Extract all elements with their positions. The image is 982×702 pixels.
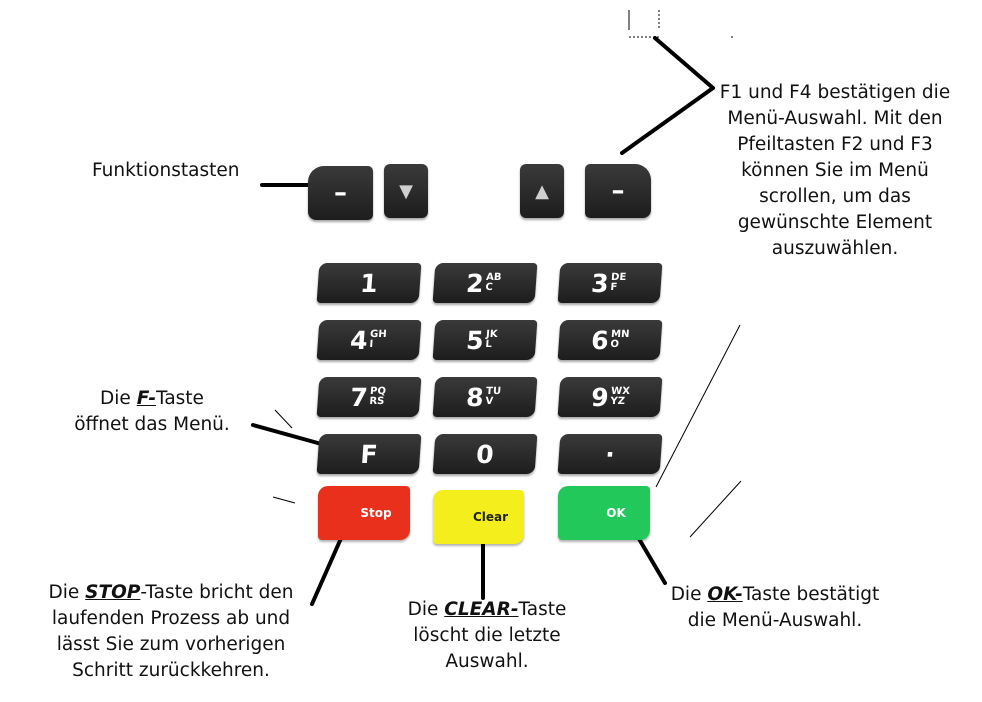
key-1[interactable]: 1	[316, 263, 422, 303]
minus-icon: –	[334, 178, 347, 208]
key-digit: 8	[465, 382, 485, 412]
clear-key-label: Clear	[472, 510, 509, 524]
function-key-f4[interactable]: –	[585, 164, 651, 218]
key-digit: 1	[359, 268, 379, 298]
callout-funktionstasten: Funktionstasten	[92, 160, 240, 181]
stop-key-label: Stop	[360, 506, 392, 520]
key-digit: F	[359, 439, 379, 469]
key-letters: DE F	[610, 272, 627, 293]
leader-f-key	[251, 423, 327, 447]
key-digit: 0	[475, 439, 495, 469]
key-digit: 5	[465, 325, 485, 355]
callout-f-key: Die F-Taste öffnet das Menü.	[74, 388, 230, 435]
key-letters: JK L	[485, 329, 498, 350]
key-digit: 6	[590, 325, 610, 355]
callout-stop-key: Die STOP-Taste bricht den laufenden Proz…	[48, 582, 294, 681]
key-digit: ·	[604, 439, 616, 469]
callout-function-keys-description: F1 und F4 bestätigen die Menü-Auswahl. M…	[719, 82, 951, 259]
leader-f1-top	[653, 36, 715, 90]
clear-key[interactable]: Clear	[433, 490, 524, 544]
key-digit: 7	[349, 382, 369, 412]
key-letters: TU V	[485, 386, 502, 407]
key-letters: PQ RS	[369, 386, 387, 407]
arrow-up-icon: ▲	[535, 180, 549, 202]
ok-key[interactable]: OK	[558, 486, 650, 540]
key-letters: GH I	[369, 329, 388, 350]
key-f[interactable]: F	[316, 434, 422, 474]
key-digit: 3	[590, 268, 610, 298]
stop-key[interactable]: Stop	[318, 486, 410, 540]
key-0[interactable]: 0	[432, 434, 538, 474]
key-dot[interactable]: ·	[557, 434, 663, 474]
function-key-f1[interactable]: –	[308, 166, 373, 220]
key-letters: MN O	[610, 329, 630, 350]
key-letters: WX YZ	[610, 386, 631, 407]
arrow-down-icon: ▼	[399, 180, 413, 202]
key-digit: 4	[349, 325, 369, 355]
leader-f4	[620, 86, 715, 155]
callout-ok-key: Die OK-Taste bestätigt die Menü-Auswahl.	[670, 584, 880, 631]
minus-icon: –	[611, 176, 625, 206]
ok-key-label: OK	[606, 506, 626, 520]
key-digit: 9	[590, 382, 610, 412]
thin-line-a	[655, 324, 741, 488]
function-key-f3-up[interactable]: ▲	[520, 164, 564, 218]
thin-line-c	[272, 496, 296, 504]
callout-clear-key: Die CLEAR-Taste löscht die letzte Auswah…	[407, 599, 567, 672]
key-letters: AB C	[485, 272, 502, 293]
thin-line-d	[274, 409, 293, 429]
function-key-f2-down[interactable]: ▼	[384, 164, 428, 218]
key-digit: 2	[465, 268, 485, 298]
thin-line-b	[689, 480, 742, 538]
